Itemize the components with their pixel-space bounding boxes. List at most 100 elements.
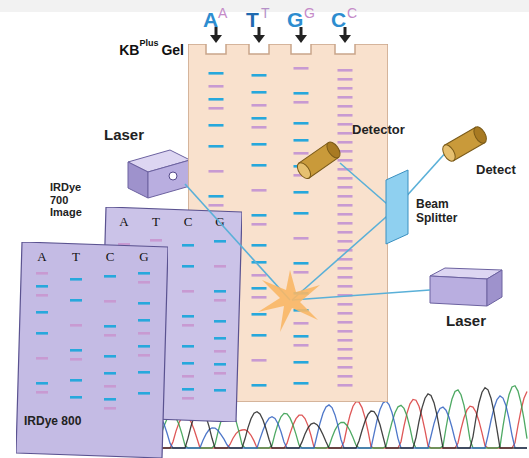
gel-band — [36, 311, 48, 314]
gel-band — [294, 67, 309, 70]
gel-band — [338, 195, 353, 198]
gel-band — [138, 371, 150, 374]
gel-band — [252, 143, 267, 146]
lane-letter: C — [184, 214, 193, 230]
gel-band — [294, 191, 309, 194]
gel-band — [338, 348, 353, 351]
gel-band — [338, 294, 353, 297]
gel-band — [138, 319, 150, 322]
gel-heading: KBPlusGel — [119, 38, 184, 58]
part-label: Detector — [352, 122, 405, 137]
lane-letter: G — [304, 5, 315, 21]
panel-caption: IRDye 700 Image — [50, 181, 102, 219]
gel-band — [182, 290, 194, 293]
gel-band — [209, 72, 224, 75]
gel-band — [182, 244, 194, 247]
gel-band — [138, 332, 150, 335]
gel-band — [104, 385, 116, 388]
gel-band — [338, 231, 353, 234]
lane-letter: A — [119, 214, 128, 230]
lane-letter: G — [287, 8, 303, 32]
gel-band — [252, 189, 267, 192]
gel-band — [252, 274, 267, 277]
gel-band — [252, 359, 267, 362]
gel-band — [338, 240, 353, 243]
gel-band — [252, 223, 267, 226]
gel-band — [294, 335, 309, 338]
gel-band — [182, 324, 194, 327]
panel-caption: IRDye 800 — [22, 414, 83, 428]
gel-band — [70, 379, 82, 382]
gel-band — [294, 92, 309, 95]
gel-band — [252, 334, 267, 337]
gel-band — [182, 315, 194, 318]
gel-band — [182, 375, 194, 378]
gel-band — [214, 389, 226, 392]
part-label: Laser — [446, 312, 486, 329]
gel-band — [138, 272, 150, 275]
lane-letter: T — [152, 214, 160, 230]
gel-band — [214, 265, 226, 268]
gel-band — [104, 334, 116, 337]
gel-band — [36, 294, 48, 297]
gel-band — [104, 398, 116, 401]
gel-band — [36, 332, 48, 335]
gel-band — [294, 382, 309, 385]
lane-letter: G — [215, 214, 224, 230]
gel-band — [209, 98, 224, 101]
gel-band — [209, 204, 224, 207]
gel-band — [182, 265, 194, 268]
lane-letter: C — [347, 5, 357, 21]
lane-letter: A — [203, 8, 218, 32]
lane-letter: A — [218, 5, 227, 21]
beam-splitter — [386, 170, 408, 244]
gel-band — [182, 362, 194, 365]
gel-band — [252, 384, 267, 387]
lane-letter: C — [106, 249, 115, 265]
gel-band — [209, 85, 224, 88]
gel-band — [338, 312, 353, 315]
gel-band — [209, 195, 224, 198]
gel-band — [252, 74, 267, 77]
gel-band — [214, 337, 226, 340]
gel-band — [294, 292, 309, 295]
gel-band — [338, 321, 353, 324]
gel-band — [338, 78, 353, 81]
gel-band — [294, 322, 309, 325]
gel-band — [338, 87, 353, 90]
gel-band — [338, 114, 353, 117]
gel-band — [252, 214, 267, 217]
gel-band — [338, 96, 353, 99]
gel-band — [214, 299, 226, 302]
gel-band — [252, 104, 267, 107]
gel-band — [36, 391, 48, 394]
gel-band — [252, 287, 267, 290]
gel-band — [104, 372, 116, 375]
gel-band — [252, 296, 267, 299]
gel-superscript: Plus — [139, 38, 158, 48]
gel-band — [338, 177, 353, 180]
gel-band — [209, 170, 224, 173]
detector-2 — [440, 125, 489, 164]
gel-band — [338, 222, 353, 225]
gel-band — [138, 302, 150, 305]
lane-letter: G — [139, 249, 148, 265]
part-label: Laser — [104, 126, 144, 143]
gel-band — [104, 355, 116, 358]
gel-band — [338, 258, 353, 261]
gel-band — [294, 152, 309, 155]
gel-band — [214, 320, 226, 323]
gel-band — [252, 261, 267, 264]
gel-band — [294, 122, 309, 125]
gel-band — [338, 339, 353, 342]
gel-band — [70, 358, 82, 361]
gel-band — [182, 397, 194, 400]
gel-band — [104, 300, 116, 303]
gel-band — [338, 357, 353, 360]
gel-band — [294, 165, 309, 168]
gel-band — [294, 237, 309, 240]
gel-name: KB — [119, 42, 139, 58]
gel-band — [138, 281, 150, 284]
gel-band — [294, 174, 309, 177]
gel-band — [294, 101, 309, 104]
